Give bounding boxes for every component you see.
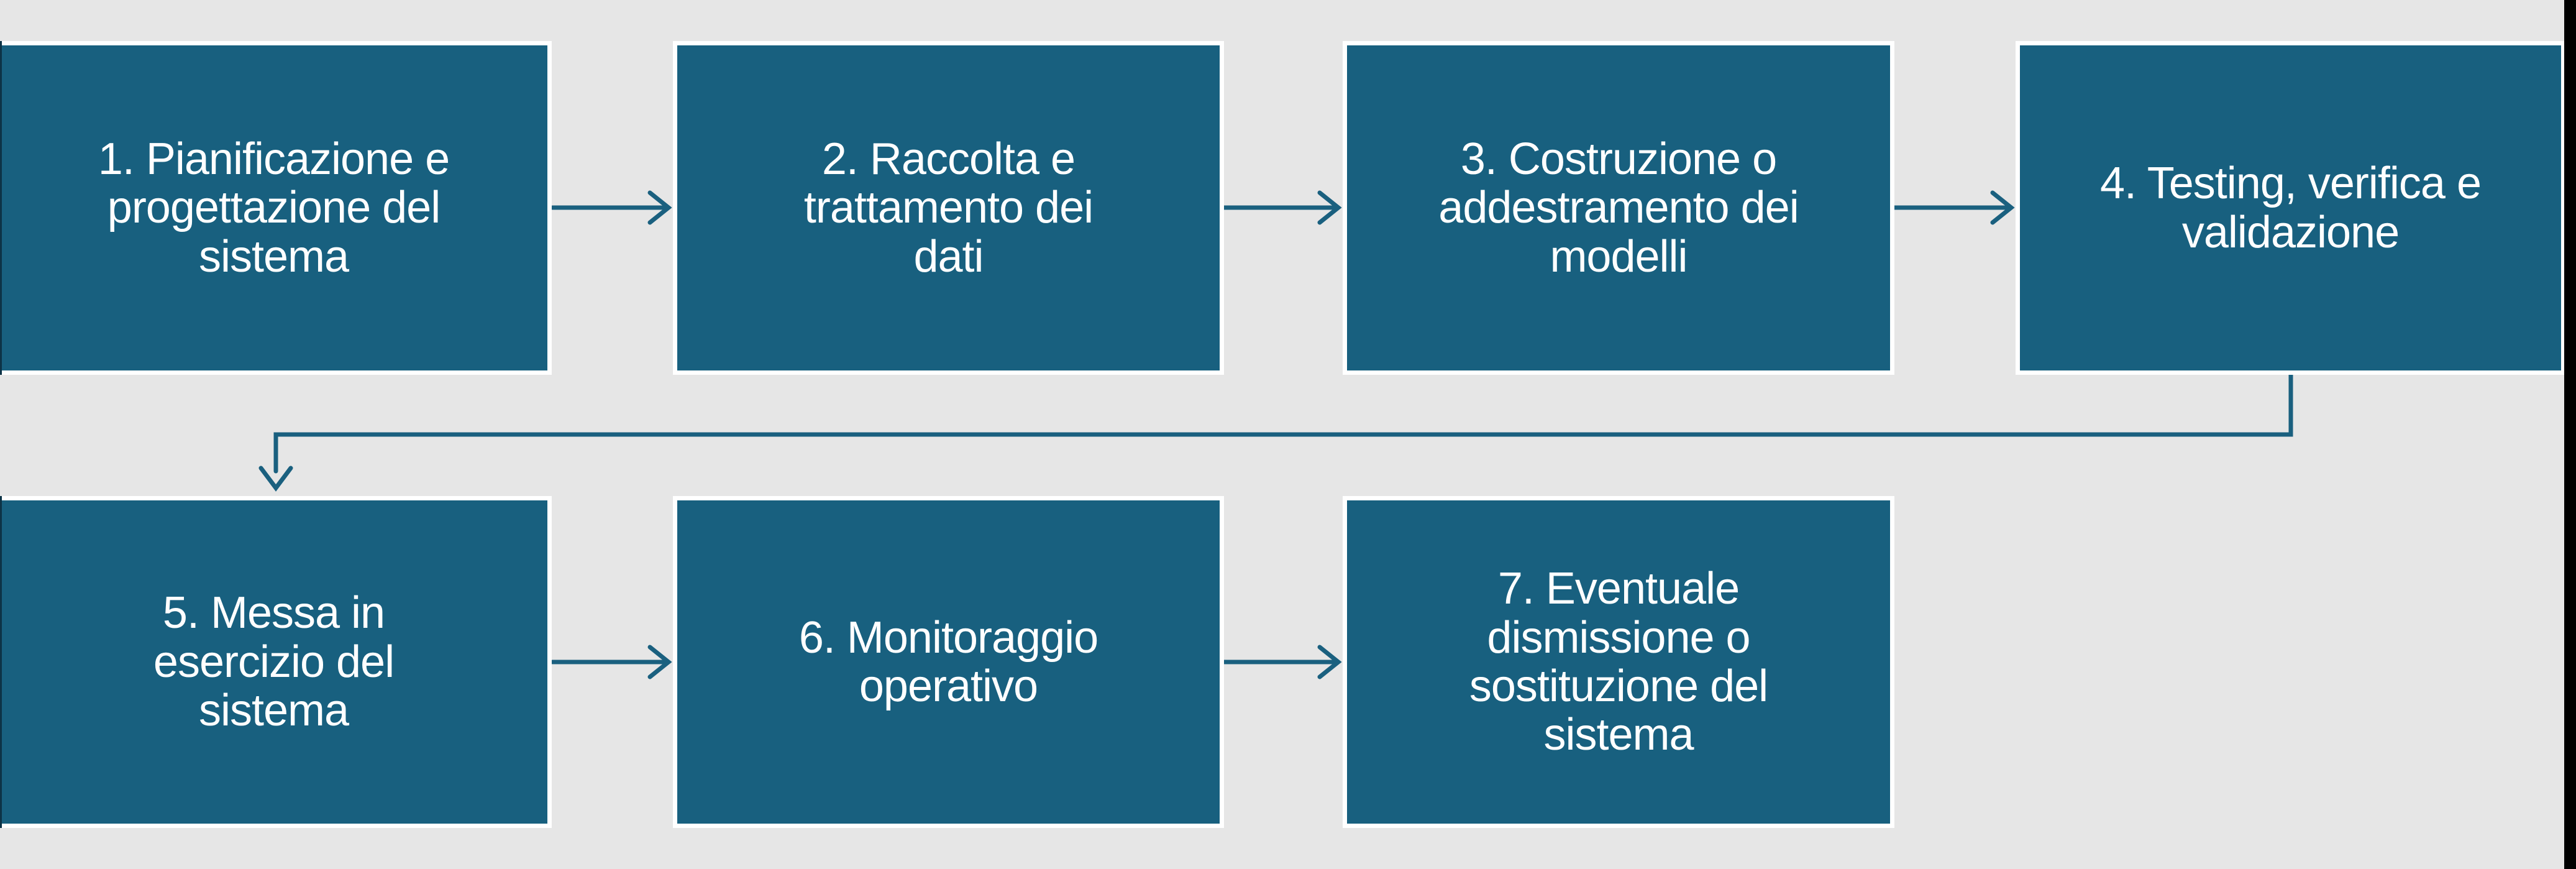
step-2-label: 2. Raccolta e trattamento dei dati (803, 134, 1094, 282)
left-edge-line-top (0, 41, 2, 375)
step-box-4: 4. Testing, verifica e validazione (2016, 41, 2565, 375)
arrowhead-down-icon (258, 466, 293, 492)
step-7-label: 7. Eventuale dismissione o sostituzione … (1469, 564, 1768, 760)
step-3-label: 3. Costruzione o addestramento dei model… (1438, 134, 1799, 282)
arrowhead-right-icon (1990, 190, 2015, 225)
arrow-1-to-2-icon (550, 190, 672, 225)
right-edge-strip (2564, 0, 2576, 869)
arrow-5-to-6-icon (550, 645, 672, 679)
step-6-label: 6. Monitoraggio operativo (798, 612, 1098, 711)
left-edge-line-bottom (0, 496, 2, 828)
step-4-label: 4. Testing, verifica e validazione (2100, 159, 2482, 257)
arrowhead-right-icon (1317, 645, 1342, 679)
step-1-label: 1. Pianificazione e progettazione del si… (98, 134, 450, 282)
step-box-5: 5. Messa in esercizio del sistema (0, 496, 552, 828)
arrow-3-to-4-icon (1892, 190, 2015, 225)
step-box-6: 6. Monitoraggio operativo (673, 496, 1224, 828)
arrowhead-right-icon (1317, 190, 1342, 225)
step-box-1: 1. Pianificazione e progettazione del si… (0, 41, 552, 375)
elbow-connector-4-to-5-icon (258, 372, 2293, 492)
step-5-label: 5. Messa in esercizio del sistema (153, 588, 395, 736)
arrow-6-to-7-icon (1222, 645, 1342, 679)
arrowhead-right-icon (647, 190, 672, 225)
connector-elbow-path (273, 372, 2293, 474)
arrowhead-right-icon (647, 645, 672, 679)
step-box-7: 7. Eventuale dismissione o sostituzione … (1343, 496, 1894, 828)
step-box-2: 2. Raccolta e trattamento dei dati (673, 41, 1224, 375)
step-box-3: 3. Costruzione o addestramento dei model… (1343, 41, 1894, 375)
arrow-2-to-3-icon (1222, 190, 1342, 225)
